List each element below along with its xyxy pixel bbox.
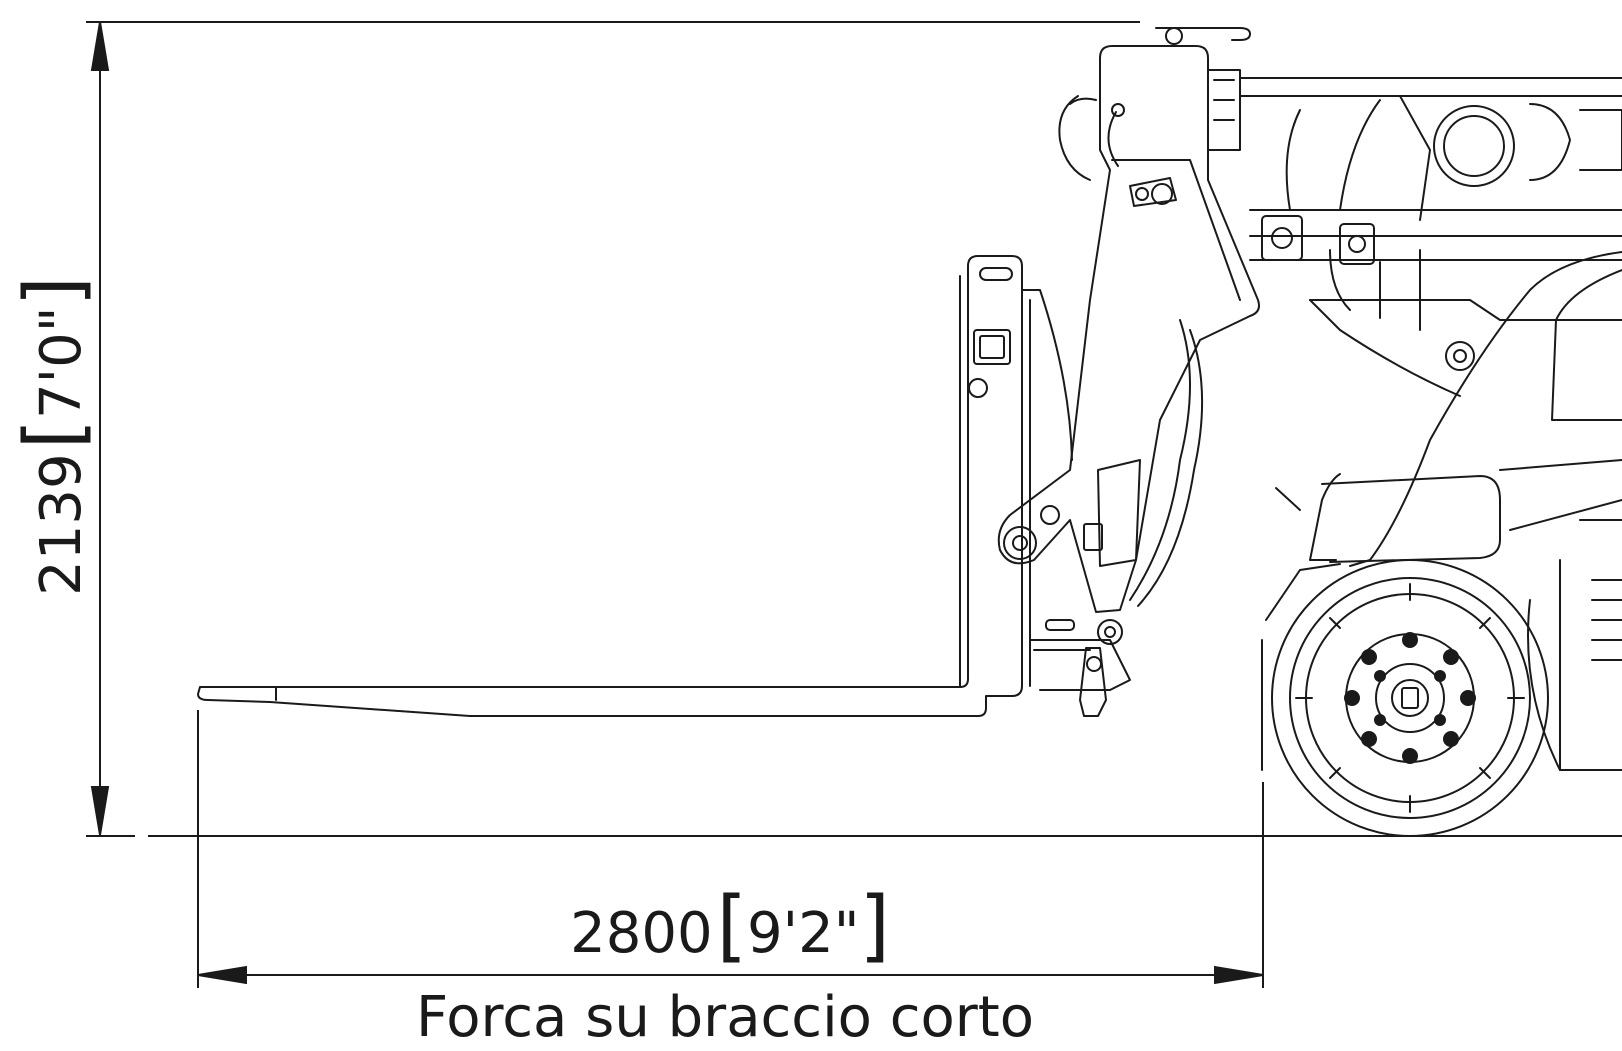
- height-dimension-label: 2139 [7'0"]: [9, 276, 99, 596]
- length-bracket-close: ]: [859, 881, 889, 971]
- height-bracket-close: ]: [9, 276, 99, 306]
- svg-text:2139[7'0"]: 2139 [7'0"]: [9, 276, 99, 596]
- wheel: [1271, 559, 1549, 837]
- machine-drawing: [197, 27, 1622, 837]
- height-arrow-top: [90, 21, 110, 71]
- height-dimension: [86, 21, 1622, 837]
- length-imperial-value: 9'2": [747, 901, 859, 966]
- length-arrow-right: [1214, 965, 1264, 985]
- height-imperial-value: 7'0": [29, 307, 94, 419]
- length-arrow-left: [197, 965, 247, 985]
- boom-head: [1058, 27, 1251, 181]
- caption: Forca su braccio corto: [416, 985, 1034, 1050]
- height-metric-value: 2139: [29, 453, 94, 596]
- machine-body: [1261, 251, 1622, 771]
- height-arrow-bottom: [90, 786, 110, 836]
- height-bracket-open: [: [9, 419, 99, 449]
- length-dimension: [197, 710, 1264, 988]
- chassis-upper: [1239, 77, 1622, 397]
- length-dimension-label: 2800[9'2"]: [570, 881, 890, 971]
- wheel-bolts: [1344, 632, 1476, 764]
- fork-carriage: [1029, 619, 1131, 717]
- boom-arm: [997, 45, 1260, 613]
- fork-tine: [197, 255, 1073, 717]
- length-metric-value: 2800: [570, 901, 713, 966]
- length-bracket-open: [: [717, 881, 747, 971]
